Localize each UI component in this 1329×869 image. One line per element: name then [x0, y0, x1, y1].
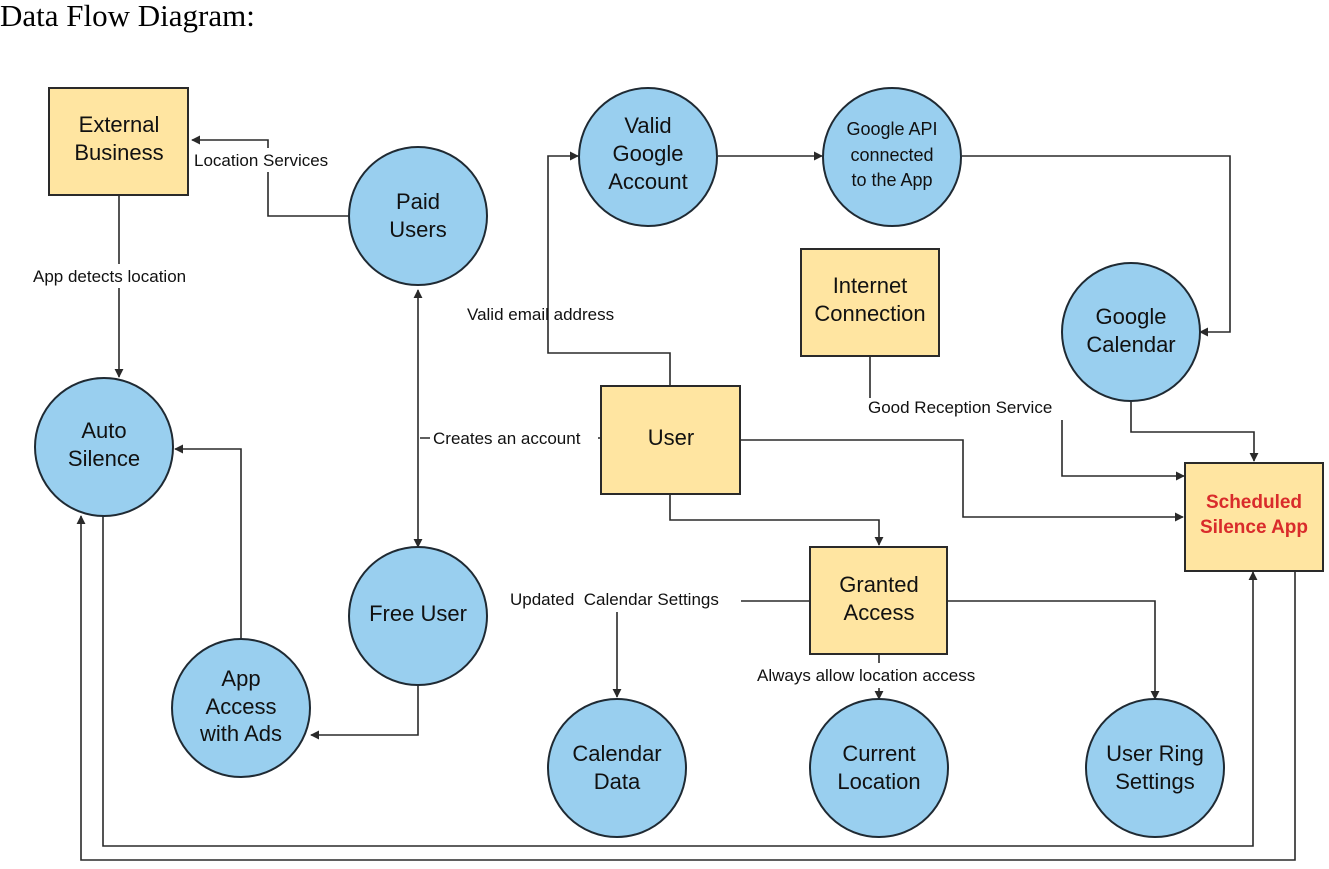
google-calendar-process: Google Calendar [1061, 262, 1201, 402]
calendar-data-label-line2: Data [594, 769, 641, 794]
google-calendar-label-line1: Google [1096, 304, 1167, 329]
current-location-label-line2: Location [837, 769, 920, 794]
google-api-label-line3: to the App [851, 170, 932, 190]
calendar-data-process: Calendar Data [547, 698, 687, 838]
granted-access-label-line2: Access [844, 600, 915, 625]
edge-app-access-to-auto-silence [174, 444, 242, 640]
app-access-with-ads-label-line2: Access [206, 694, 277, 719]
valid-google-account-label-line3: Account [608, 169, 688, 194]
app-access-with-ads-label-line3: with Ads [199, 721, 282, 746]
app-access-with-ads-label-line1: App [221, 666, 260, 691]
user-entity: User [600, 385, 741, 495]
scheduled-silence-app-label-line2: Silence App [1200, 517, 1308, 538]
granted-access-label-line1: Granted [839, 572, 919, 597]
paid-users-label-line2: Users [389, 217, 446, 242]
free-user-process: Free User [348, 546, 488, 686]
external-business-label-line2: Business [74, 140, 163, 165]
user-ring-settings-label-line1: User Ring [1106, 741, 1204, 766]
edge-label-app-detects-location: App detects location [33, 267, 186, 286]
external-business-label-line1: External [79, 112, 160, 137]
app-access-with-ads-process: App Access with Ads [171, 638, 311, 778]
auto-silence-label-line1: Auto [81, 418, 126, 443]
external-business-entity: External Business [48, 87, 189, 196]
auto-silence-label-line2: Silence [68, 446, 140, 471]
edge-label-always-allow-location-access: Always allow location access [757, 666, 975, 685]
paid-users-label-line1: Paid [396, 189, 440, 214]
internet-connection-entity: Internet Connection [800, 248, 940, 357]
edge-label-creates-an-account: Creates an account [433, 429, 581, 448]
edge-labels: Location Services App detects location V… [30, 148, 1052, 687]
page-title: Data Flow Diagram: [0, 0, 255, 33]
current-location-label-line1: Current [842, 741, 915, 766]
scheduled-silence-app-label-line1: Scheduled [1206, 492, 1302, 513]
google-api-label-line1: Google API [846, 119, 937, 139]
edge-granted-to-user-ring-settings [947, 600, 1160, 700]
edge-google-calendar-to-scheduled-silence [1130, 402, 1259, 462]
current-location-process: Current Location [809, 698, 949, 838]
paid-users-process: Paid Users [348, 146, 488, 286]
valid-google-account-label-line1: Valid [624, 113, 671, 138]
edge-paid-users-to-external-business [191, 135, 348, 217]
user-ring-settings-label-line2: Settings [1115, 769, 1195, 794]
internet-connection-label-line2: Connection [814, 301, 925, 326]
free-user-label: Free User [369, 601, 467, 626]
auto-silence-process: Auto Silence [34, 377, 174, 517]
internet-connection-label-line1: Internet [833, 273, 908, 298]
edge-label-location-services: Location Services [194, 151, 328, 170]
scheduled-silence-app-entity: Scheduled Silence App [1184, 462, 1324, 572]
granted-access-entity: Granted Access [809, 546, 948, 655]
user-ring-settings-process: User Ring Settings [1085, 698, 1225, 838]
edge-scheduled-silence-to-auto-silence [76, 515, 1296, 861]
edge-label-good-reception-service: Good Reception Service [868, 398, 1052, 417]
edge-user-to-valid-google-account [547, 151, 671, 386]
edge-label-valid-email-address: Valid email address [467, 305, 614, 324]
edge-internet-to-scheduled-silence [869, 356, 1184, 476]
edge-auto-silence-to-scheduled-silence [102, 516, 1258, 847]
edge-google-api-to-google-calendar [962, 155, 1231, 337]
valid-google-account-process: Valid Google Account [578, 87, 718, 227]
edge-user-to-scheduled-silence [740, 439, 1184, 522]
user-label: User [648, 425, 694, 450]
edge-user-to-granted-access [669, 494, 884, 546]
edge-free-user-to-app-access [310, 686, 419, 740]
edges [76, 135, 1296, 861]
google-api-process: Google API connected to the App [822, 87, 962, 227]
calendar-data-label-line1: Calendar [572, 741, 661, 766]
google-calendar-label-line2: Calendar [1086, 332, 1175, 357]
valid-google-account-label-line2: Google [613, 141, 684, 166]
google-api-label-line2: connected [850, 145, 933, 165]
edge-label-updated-calendar-settings: Updated Calendar Settings [510, 590, 719, 609]
